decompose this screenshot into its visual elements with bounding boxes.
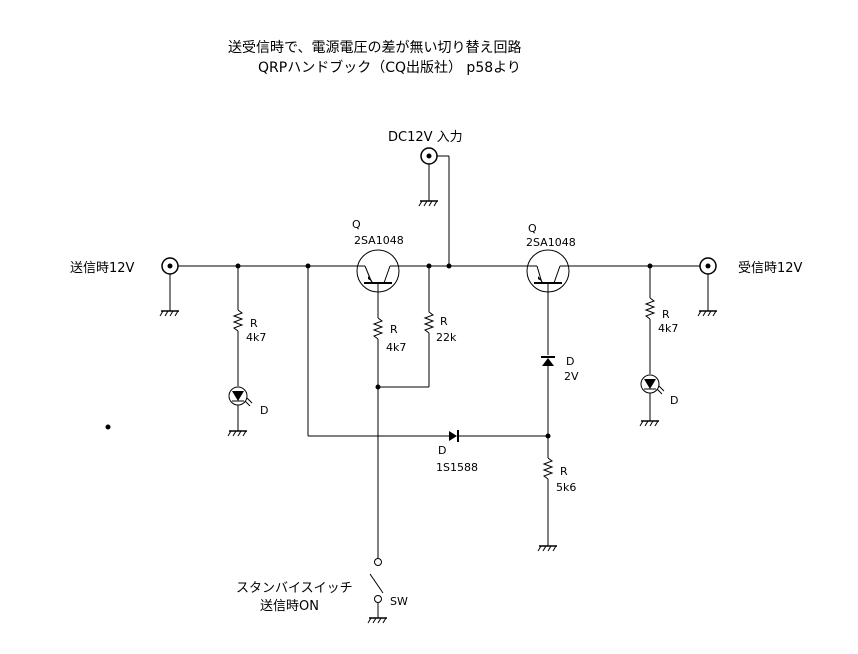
q1-ref: Q [352,218,361,231]
resistor-22k-ref: R [440,315,448,328]
dc-input-terminal [418,147,450,266]
switch-label-line-1: スタンバイスイッチ [236,581,353,596]
tx-led [227,386,253,437]
tx-resistor-value: 4k7 [246,331,266,344]
junction-dots [105,263,653,439]
zener-diode [541,356,555,458]
rx-terminal [697,257,718,317]
q2-part: 2SA1048 [526,236,576,249]
q1-base-resistor [372,317,384,558]
rx-label: 受信時12V [738,261,803,276]
diode-part: 1S1588 [436,461,478,474]
rx-led-ref: D [670,394,678,407]
q1-resistor-ref: R [390,323,398,336]
input-label: DC12V 入力 [388,130,463,145]
zener-value: 2V [564,370,579,383]
zener-ref: D [566,355,574,368]
rx-led [639,374,665,427]
q1-resistor-value: 4k7 [386,341,406,354]
resistor-22k-value: 22k [436,331,457,344]
tx-label: 送信時12V [70,261,135,276]
title-line-2: QRPハンドブック（CQ出版社） p58より [258,59,521,76]
standby-switch [367,558,388,624]
q1-part: 2SA1048 [354,234,404,247]
q2-ref: Q [528,222,537,235]
tx-resistor-ref: R [250,317,258,330]
rx-resistor-value: 4k7 [658,322,678,335]
resistor-5k6 [537,457,558,552]
q2-transistor [526,249,570,355]
diode-1s1588 [307,266,548,442]
title-line-1: 送受信時で、電源電圧の差が無い切り替え回路 [228,40,521,56]
diode-ref: D [438,444,446,457]
tx-led-ref: D [260,404,268,417]
resistor-5k6-value: 5k6 [556,481,576,494]
resistor-22k [378,266,435,388]
tx-terminal [159,257,180,317]
resistor-5k6-ref: R [560,465,568,478]
switch-label-line-2: 送信時ON [260,599,319,614]
tx-resistor [232,266,244,386]
q1-transistor [356,249,400,318]
rx-resistor [644,266,656,374]
rx-resistor-ref: R [662,308,670,321]
switch-ref: SW [390,595,408,608]
